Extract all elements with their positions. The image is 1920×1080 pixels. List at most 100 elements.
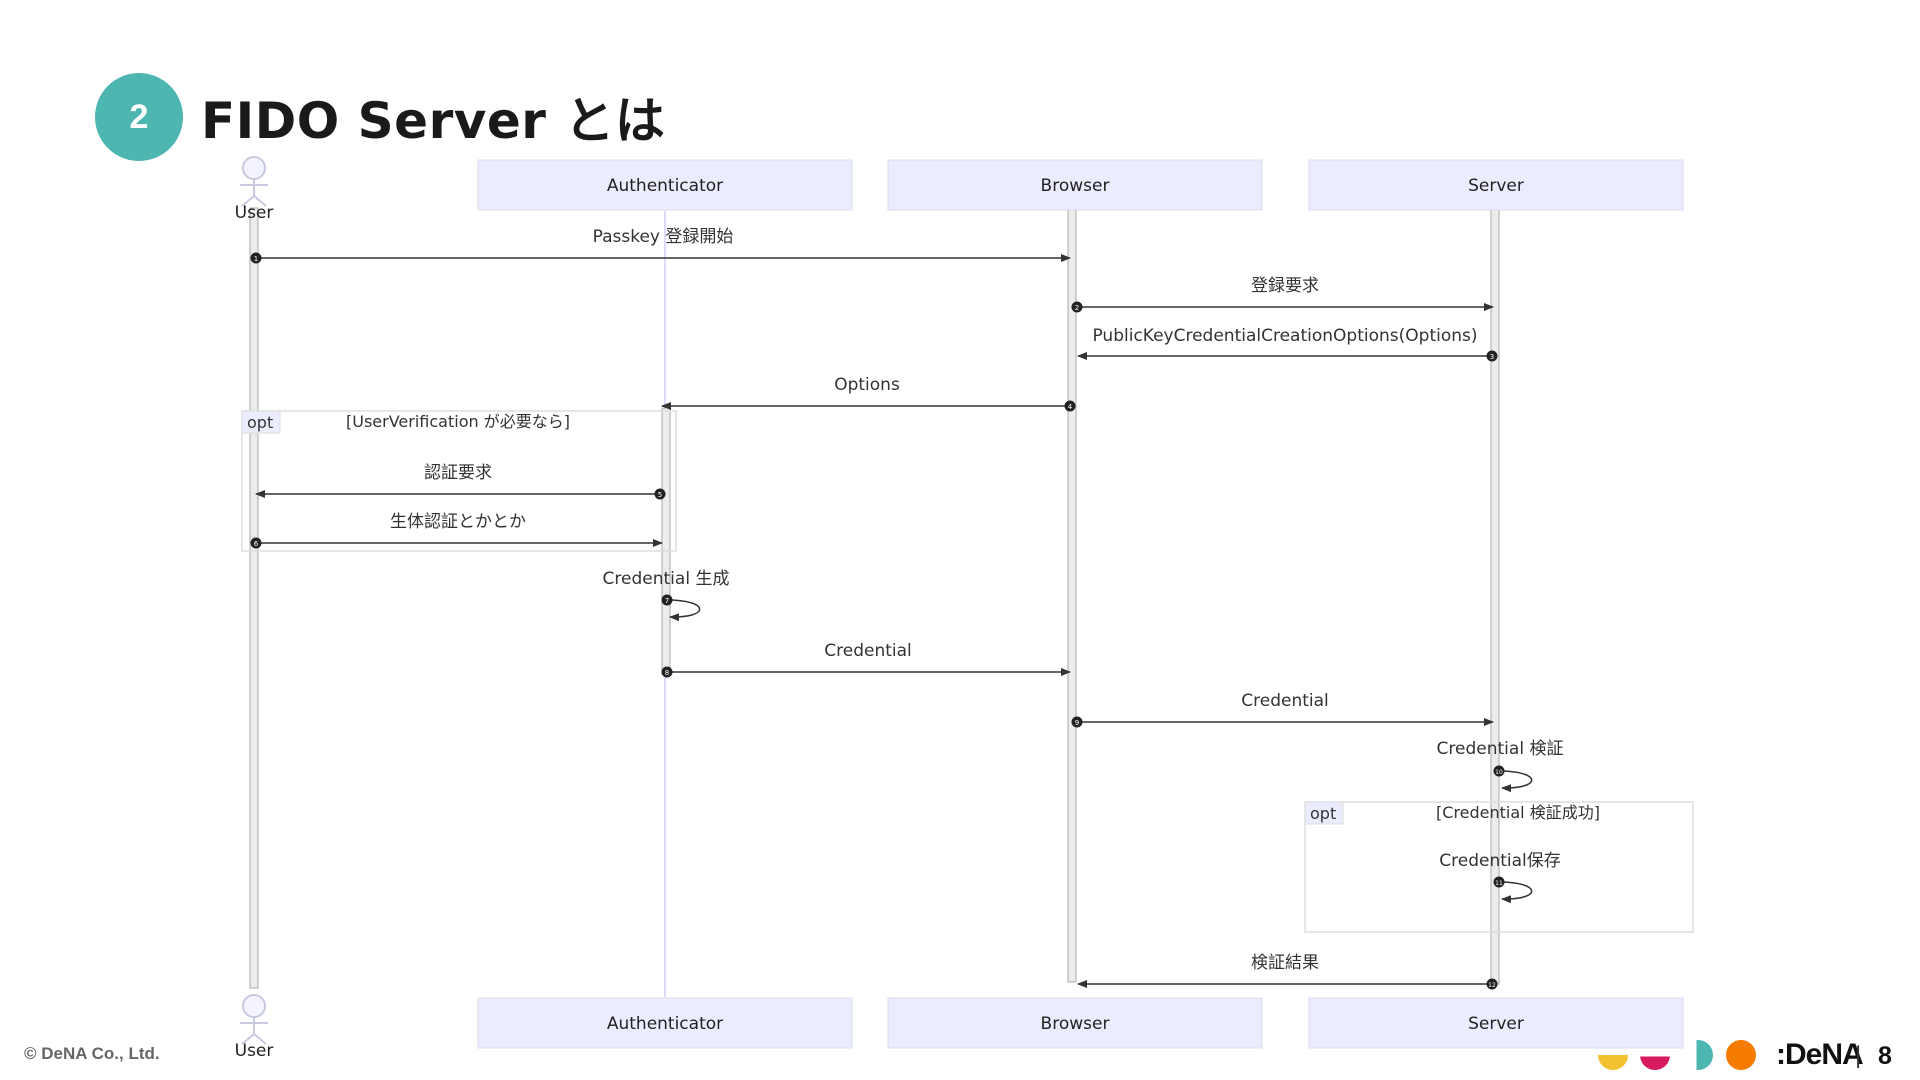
opt-frame xyxy=(1304,801,1694,933)
participant-authenticator-top: Authenticator xyxy=(477,159,853,211)
message-label: PublicKeyCredentialCreationOptions(Optio… xyxy=(1092,326,1477,346)
opt-frame xyxy=(241,410,677,552)
sequence-number: 1 xyxy=(254,255,258,263)
participant-label-server: Server xyxy=(1468,1014,1524,1034)
sequence-number: 8 xyxy=(665,669,669,677)
activation-bar-authenticator xyxy=(661,407,671,675)
message-5: 認証要求 5 xyxy=(255,463,666,500)
message-2: 登録要求 2 xyxy=(1071,276,1494,313)
sequence-number: 7 xyxy=(665,597,669,605)
participant-label-authenticator: Authenticator xyxy=(607,176,723,196)
opt-tag xyxy=(1304,801,1344,825)
opt-condition: [Credential 検証成功] xyxy=(1436,803,1600,822)
message-label: Passkey 登録開始 xyxy=(593,227,734,247)
participant-label-user: User xyxy=(235,1041,274,1061)
message-12: 検証結果 12 xyxy=(1077,953,1498,990)
opt-keyword: opt xyxy=(247,413,273,432)
message-11: Credential保存 11 xyxy=(1439,851,1561,904)
sequence-number-marker xyxy=(250,537,262,549)
participant-label-browser: Browser xyxy=(1041,1014,1110,1034)
participant-box xyxy=(1308,159,1684,211)
message-self-arrow xyxy=(666,599,701,622)
sequence-number-marker xyxy=(661,666,673,678)
participant-box xyxy=(887,159,1263,211)
message-label: 生体認証とかとか xyxy=(390,512,526,532)
brand-dot-yellow xyxy=(1598,1055,1628,1070)
participant-label-server: Server xyxy=(1468,176,1524,196)
participant-browser-bottom: Browser xyxy=(887,997,1263,1049)
sequence-number: 5 xyxy=(658,491,662,499)
message-9: Credential 9 xyxy=(1071,691,1494,728)
participant-label-authenticator: Authenticator xyxy=(607,1014,723,1034)
slide-header: 2 FIDO Server とは xyxy=(95,72,665,162)
sequence-number-marker xyxy=(654,488,666,500)
participant-browser-top: Browser xyxy=(887,159,1263,211)
message-label: Options xyxy=(834,375,900,395)
participant-box xyxy=(477,159,853,211)
sequence-number-marker xyxy=(1493,765,1505,777)
message-label: 検証結果 xyxy=(1251,953,1319,973)
participant-authenticator-bottom: Authenticator xyxy=(477,997,853,1049)
opt-condition: [UserVerification が必要なら] xyxy=(346,412,570,431)
message-7: Credential 生成 7 xyxy=(603,569,730,622)
sequence-number: 10 xyxy=(1495,769,1503,776)
message-1: Passkey 登録開始 1 xyxy=(250,227,1071,264)
message-8: Credential 8 xyxy=(661,641,1071,678)
sequence-number: 4 xyxy=(1068,403,1073,411)
dena-logo: :DeNA xyxy=(1776,1038,1864,1071)
page-number: 8 xyxy=(1878,1042,1892,1070)
sequence-number: 9 xyxy=(1075,719,1079,727)
participant-user-top: User xyxy=(235,156,274,223)
activation-bar-user xyxy=(249,207,259,989)
participant-box xyxy=(887,997,1263,1049)
participant-label-browser: Browser xyxy=(1041,176,1110,196)
participant-label-user: User xyxy=(235,203,274,223)
message-label: Credential xyxy=(824,641,912,661)
message-self-arrow xyxy=(1498,770,1533,793)
message-label: Credential保存 xyxy=(1439,851,1561,871)
user-actor-icon xyxy=(240,994,268,1045)
sequence-number-marker xyxy=(1064,400,1076,412)
opt-block-user-verification: opt [UserVerification が必要なら] xyxy=(241,410,677,552)
message-label: Credential xyxy=(1241,691,1329,711)
participant-user-bottom: User xyxy=(235,994,274,1061)
message-label: 登録要求 xyxy=(1251,276,1319,296)
sequence-number: 2 xyxy=(1075,304,1079,312)
message-10: Credential 検証 10 xyxy=(1437,739,1564,793)
sequence-number-marker xyxy=(1071,716,1083,728)
copyright-notice: © DeNA Co., Ltd. xyxy=(24,1044,160,1063)
sequence-number-marker xyxy=(1486,350,1498,362)
sequence-number-marker xyxy=(250,252,262,264)
user-actor-icon xyxy=(240,156,268,207)
sequence-number: 3 xyxy=(1490,353,1494,361)
participant-server-top: Server xyxy=(1308,159,1684,211)
brand-dot-orange xyxy=(1726,1040,1756,1070)
sequence-number-marker xyxy=(1493,876,1505,888)
message-6: 生体認証とかとか 6 xyxy=(250,512,663,549)
opt-tag xyxy=(241,410,281,434)
sequence-number: 12 xyxy=(1488,982,1496,989)
sequence-number: 11 xyxy=(1495,880,1503,887)
footer-separator: | xyxy=(1855,1042,1862,1069)
participant-box xyxy=(1308,997,1684,1049)
participant-box xyxy=(477,997,853,1049)
message-self-arrow xyxy=(1498,881,1533,904)
sequence-number-marker xyxy=(661,594,673,606)
brand-dot-magenta xyxy=(1640,1056,1670,1070)
section-number-badge: 2 xyxy=(95,73,183,161)
message-label: 認証要求 xyxy=(424,463,492,483)
message-3: PublicKeyCredentialCreationOptions(Optio… xyxy=(1077,326,1498,362)
sequence-number-marker xyxy=(1071,301,1083,313)
brand-dot-teal xyxy=(1696,1040,1713,1070)
page-title: FIDO Server とは xyxy=(201,92,666,150)
opt-keyword: opt xyxy=(1310,804,1336,823)
sequence-number-marker xyxy=(1486,978,1498,990)
message-label: Credential 検証 xyxy=(1437,739,1564,759)
message-4: Options 4 xyxy=(661,375,1076,412)
activation-bar-browser xyxy=(1067,209,1077,983)
message-label: Credential 生成 xyxy=(603,569,730,589)
participant-server-bottom: Server xyxy=(1308,997,1684,1049)
opt-block-credential-verified: opt [Credential 検証成功] xyxy=(1304,801,1694,933)
sequence-number: 6 xyxy=(254,540,259,548)
